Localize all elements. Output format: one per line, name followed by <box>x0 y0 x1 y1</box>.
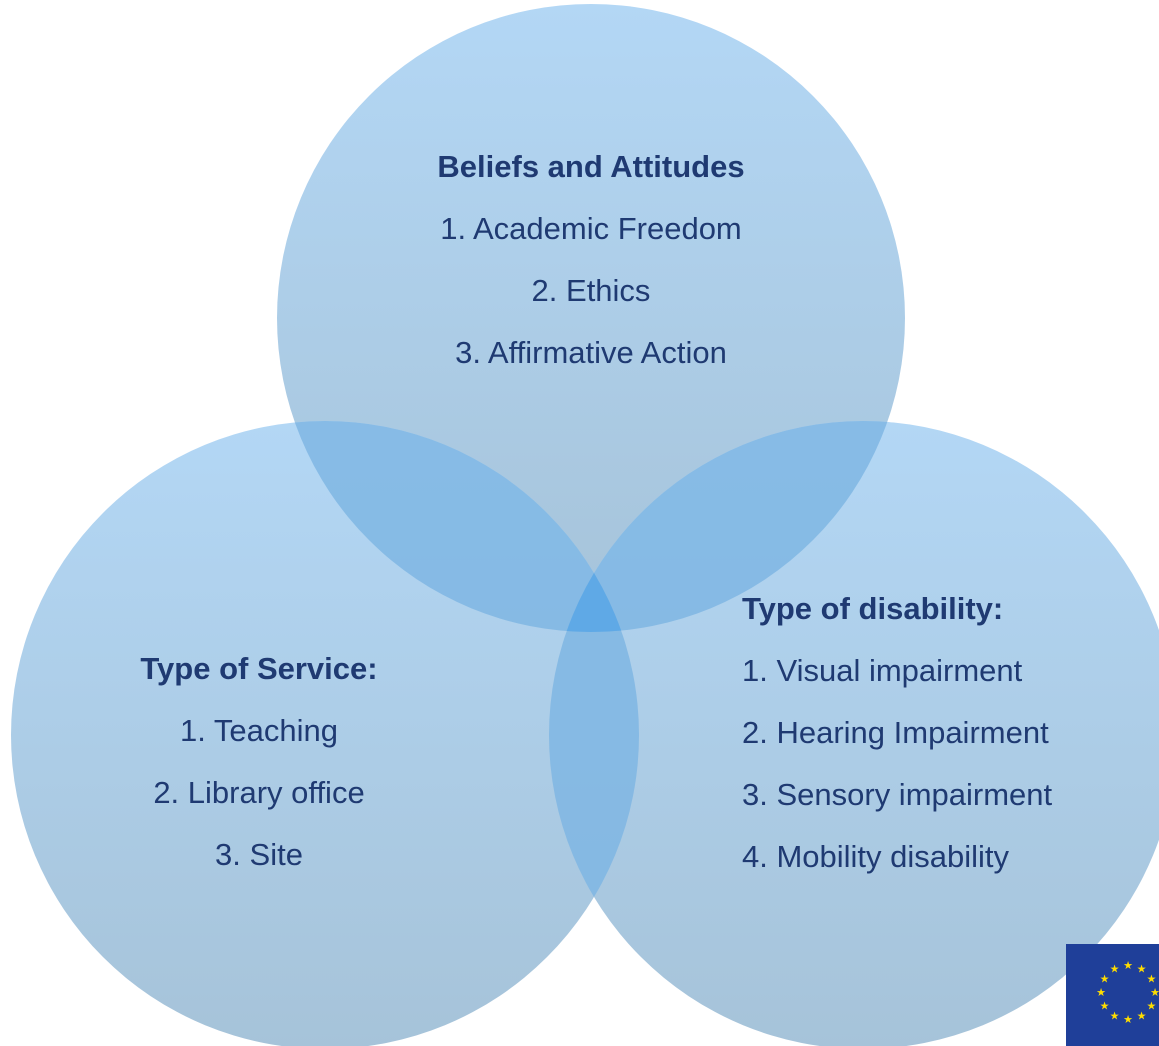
flag-star: ★ <box>1100 973 1110 986</box>
overlap-beliefs-service <box>277 421 639 632</box>
flag-star: ★ <box>1123 1013 1133 1026</box>
heading-disability: Type of disability: <box>742 591 1004 626</box>
heading-beliefs: Beliefs and Attitudes <box>437 149 745 184</box>
flag-stars: ★★★★★★★★★★★★ <box>1096 959 1159 1026</box>
flag-star: ★ <box>1146 973 1156 986</box>
item-service-2: 2. Library office <box>153 775 365 810</box>
item-beliefs-2: 2. Ethics <box>531 273 651 308</box>
flag-star: ★ <box>1137 963 1147 976</box>
label-beliefs: Beliefs and Attitudes 1. Academic Freedo… <box>391 136 791 384</box>
flag-star: ★ <box>1110 1009 1120 1022</box>
overlap-beliefs-disability <box>549 421 905 632</box>
item-disability-3: 3. Sensory impairment <box>742 777 1053 812</box>
item-service-1: 1. Teaching <box>180 713 338 748</box>
flag-star: ★ <box>1150 986 1159 999</box>
item-service-3: 3. Site <box>215 837 303 872</box>
item-disability-4: 4. Mobility disability <box>742 839 1010 874</box>
flag-star: ★ <box>1110 963 1120 976</box>
label-disability: Type of disability: 1. Visual impairment… <box>742 578 1142 888</box>
item-beliefs-1: 1. Academic Freedom <box>440 211 742 246</box>
item-beliefs-3: 3. Affirmative Action <box>455 335 727 370</box>
label-service: Type of Service: 1. Teaching 2. Library … <box>109 638 409 886</box>
item-disability-1: 1. Visual impairment <box>742 653 1023 688</box>
flag-star: ★ <box>1100 1000 1110 1013</box>
flag-star: ★ <box>1137 1009 1147 1022</box>
item-disability-2: 2. Hearing Impairment <box>742 715 1049 750</box>
flag-star: ★ <box>1146 1000 1156 1013</box>
heading-service: Type of Service: <box>140 651 378 686</box>
flag-star: ★ <box>1096 986 1106 999</box>
flag-star: ★ <box>1123 959 1133 972</box>
eu-flag-icon: ★★★★★★★★★★★★ <box>1066 944 1159 1046</box>
